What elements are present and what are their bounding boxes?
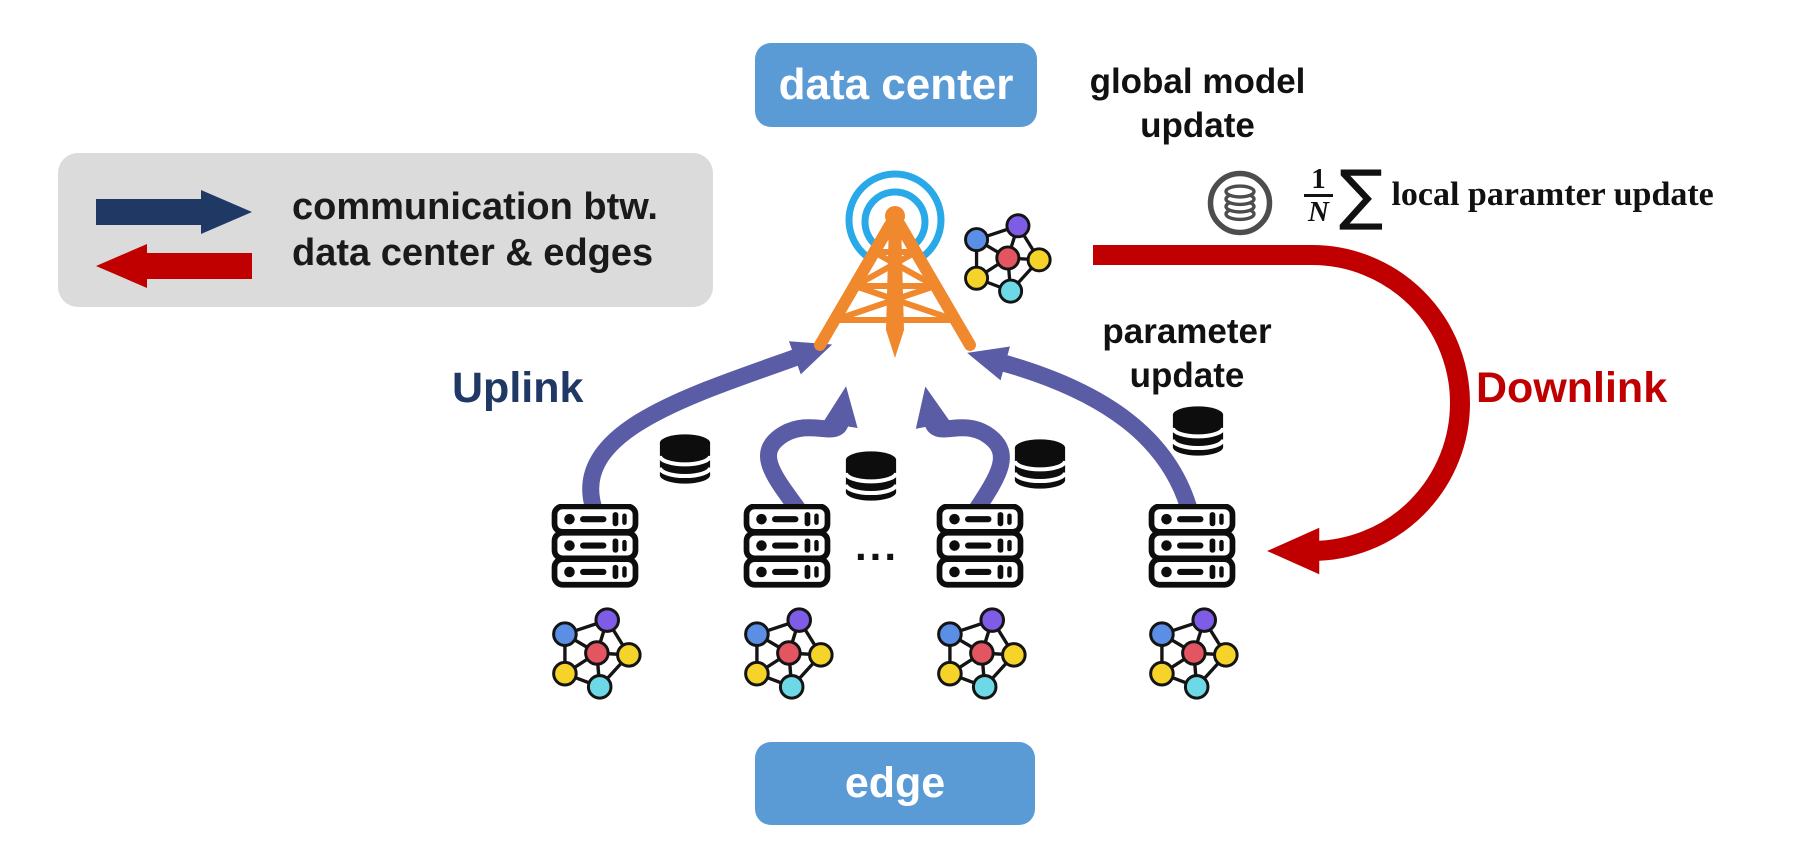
uplink-arrow-1: [582, 341, 833, 515]
block-arrow-left: [96, 244, 252, 288]
edge-box: edge: [755, 742, 1035, 825]
neural-network-icon: [551, 607, 642, 700]
tower-mast: [814, 206, 976, 358]
server-rack-icon: [936, 504, 1024, 588]
data-center-box: data center: [755, 43, 1037, 127]
uplink-arrow-3: [915, 386, 1010, 517]
signal-waves-icon: [845, 170, 945, 270]
downlink-label: Downlink: [1476, 364, 1668, 412]
uplink-label: Uplink: [452, 364, 584, 412]
block-arrow-right: [96, 190, 252, 234]
formula-fraction: 1 N: [1304, 164, 1333, 227]
uplink-arrow-2: [760, 386, 858, 518]
server-rack-icon: [743, 504, 831, 588]
aggregation-formula: 1 N ∑ local paramter update: [1304, 152, 1714, 238]
global-model-update-caption: global model update: [1065, 60, 1330, 148]
neural-network-icon: [743, 607, 834, 700]
neural-network-icon: [936, 607, 1027, 700]
parameter-update-caption: parameter update: [1057, 310, 1317, 398]
legend-text: communication btw. data center & edges: [292, 184, 658, 276]
legend-arrows: [96, 190, 252, 288]
database-icon: [1011, 438, 1069, 490]
neural-network-icon: [963, 212, 1052, 304]
radio-tower-icon: [814, 170, 976, 358]
server-rack-icon: [1148, 504, 1236, 588]
database-icon: [1169, 405, 1227, 457]
neural-network-icon: [1148, 607, 1239, 700]
formula-denominator: N: [1304, 193, 1333, 227]
legend-line-2: data center & edges: [292, 232, 654, 274]
parameter-update-line1: parameter: [1102, 312, 1272, 351]
server-rack-icon: [551, 504, 639, 588]
global-model-database-icon: [1207, 170, 1273, 236]
database-icon: [842, 450, 900, 502]
formula-text: local paramter update: [1391, 176, 1714, 213]
servers-ellipsis: ...: [855, 522, 900, 569]
legend-line-1: communication btw.: [292, 186, 658, 228]
global-model-update-line2: update: [1140, 106, 1255, 145]
parameter-update-line2: update: [1129, 356, 1245, 395]
data-center-label: data center: [778, 60, 1014, 109]
global-model-update-line1: global model: [1089, 62, 1306, 101]
database-icon: [656, 433, 714, 485]
downlink-arrow: [1093, 245, 1470, 575]
summation-icon: ∑: [1338, 156, 1384, 233]
uplink-arrow-4: [967, 346, 1199, 515]
edge-label: edge: [844, 759, 946, 807]
formula-numerator: 1: [1311, 162, 1326, 195]
legend-box: communication btw. data center & edges: [58, 153, 713, 307]
